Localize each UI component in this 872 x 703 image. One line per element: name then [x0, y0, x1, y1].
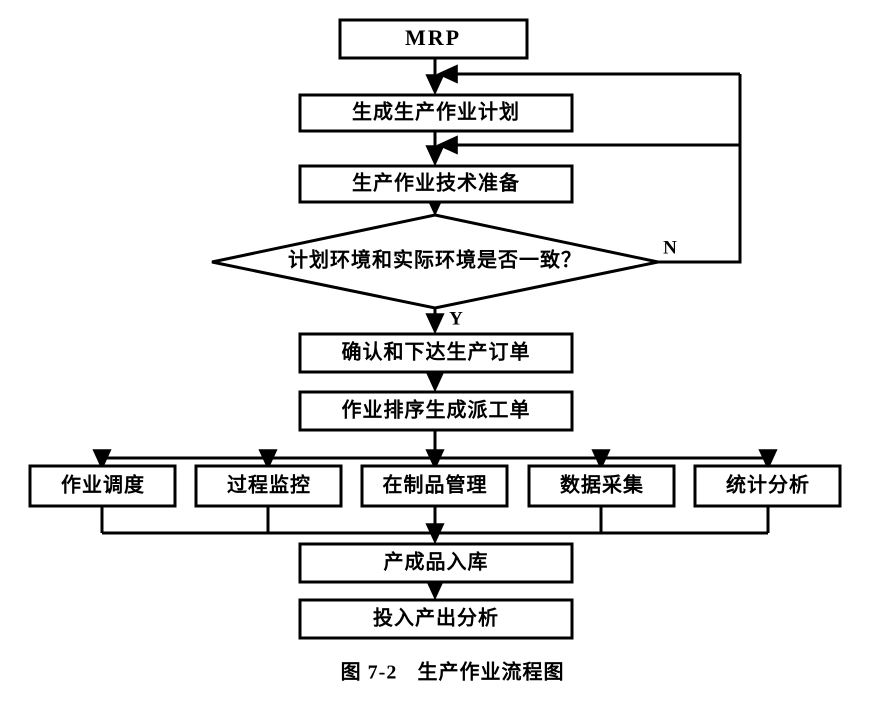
node-parallel-3-box[interactable]: [360, 464, 509, 508]
node-input-output-analysis[interactable]: 投入产出分析: [298, 598, 574, 640]
node-parallel-2-label: 过程监控: [227, 473, 311, 497]
node-technical-preparation[interactable]: 生产作业技术准备: [298, 164, 574, 204]
node-confirm-release-order[interactable]: 确认和下达生产订单: [298, 332, 574, 374]
node-parallel-3[interactable]: 在制品管理: [360, 464, 509, 508]
node-parallel-5-label: 统计分析: [726, 473, 810, 497]
node-parallel-2-box[interactable]: [194, 464, 343, 508]
node-dispatch-list-box[interactable]: [298, 390, 574, 432]
node-technical-preparation-label: 生产作业技术准备: [352, 171, 520, 195]
branch-label-yes: Y: [449, 308, 463, 329]
node-parallel-1-box[interactable]: [28, 464, 177, 508]
node-environment-consistency-label: 计划环境和实际环境是否一致？: [288, 248, 582, 272]
node-parallel-4[interactable]: 数据采集: [527, 464, 676, 508]
node-parallel-5[interactable]: 统计分析: [693, 464, 842, 508]
figure-caption-title: 生产作业流程图: [418, 660, 565, 684]
node-mrp[interactable]: MRP: [338, 18, 529, 60]
node-input-output-analysis-box[interactable]: [298, 598, 574, 640]
connector-decision-no-trunk: [658, 74, 742, 264]
node-parallel-1-label: 作业调度: [61, 473, 145, 497]
node-parallel-5-box[interactable]: [693, 464, 842, 508]
node-technical-preparation-box[interactable]: [298, 164, 574, 204]
connectors: [92, 58, 778, 601]
node-mrp-box[interactable]: [338, 18, 529, 60]
node-finished-goods-warehousing[interactable]: 产成品入库: [298, 542, 574, 584]
node-dispatch-list-label: 作业排序生成派工单: [342, 398, 531, 422]
node-mrp-label: MRP: [405, 25, 461, 50]
node-finished-goods-warehousing-label: 产成品入库: [384, 550, 489, 574]
node-parallel-4-label: 数据采集: [560, 473, 644, 497]
node-finished-goods-warehousing-box[interactable]: [298, 542, 574, 584]
node-environment-consistency-decision[interactable]: 计划环境和实际环境是否一致？: [211, 213, 659, 310]
branch-label-no: N: [663, 237, 677, 258]
node-production-plan-label: 生成生产作业计划: [352, 100, 520, 124]
node-production-plan-box[interactable]: [298, 93, 574, 133]
node-parallel-2[interactable]: 过程监控: [194, 464, 343, 508]
figure-caption-number: 图 7-2: [341, 661, 398, 684]
node-parallel-3-label: 在制品管理: [383, 473, 488, 497]
node-environment-consistency-diamond[interactable]: [211, 213, 659, 310]
node-production-plan[interactable]: 生成生产作业计划: [298, 93, 574, 133]
node-parallel-4-box[interactable]: [527, 464, 676, 508]
node-confirm-release-order-label: 确认和下达生产订单: [342, 340, 531, 364]
node-dispatch-list[interactable]: 作业排序生成派工单: [298, 390, 574, 432]
node-input-output-analysis-label: 投入产出分析: [373, 606, 499, 630]
node-parallel-1[interactable]: 作业调度: [28, 464, 177, 508]
node-confirm-release-order-box[interactable]: [298, 332, 574, 374]
